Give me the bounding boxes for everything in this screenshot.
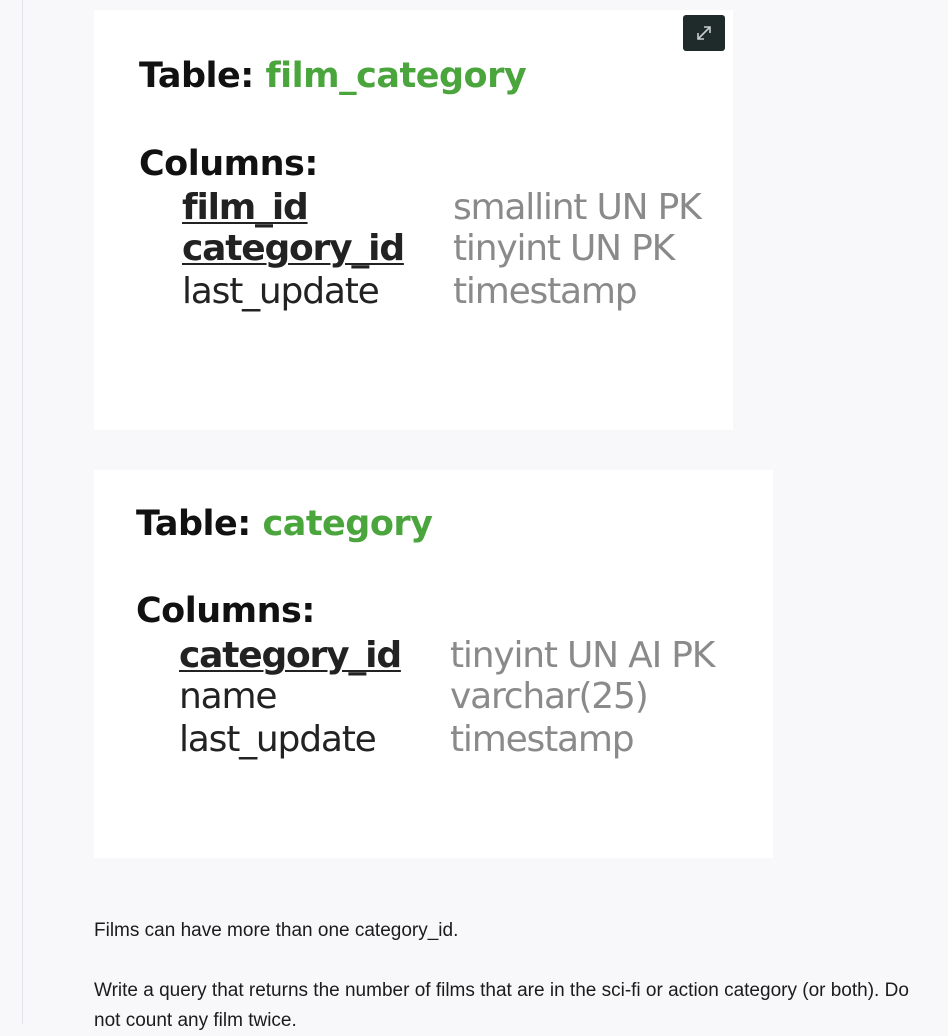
note-paragraph: Films can have more than one category_id…: [94, 920, 459, 941]
column-name: name: [179, 676, 278, 717]
column-type: varchar(25): [450, 676, 649, 717]
task-paragraph: Write a query that returns the number of…: [94, 980, 909, 1031]
table-name: category: [262, 504, 433, 544]
expand-arrows-icon: [697, 26, 711, 40]
column-type: timestamp: [450, 719, 635, 760]
column-name: category_id: [179, 635, 402, 676]
content-left-border: [22, 0, 23, 1024]
column-type: timestamp: [453, 271, 638, 312]
column-type: tinyint UN PK: [453, 228, 675, 269]
expand-image-button[interactable]: [683, 15, 725, 51]
table-title: Table: film_category: [139, 56, 527, 96]
table-name: film_category: [265, 56, 527, 96]
column-name: last_update: [182, 271, 380, 312]
table-title-prefix: Table:: [136, 504, 263, 544]
column-name: last_update: [179, 719, 377, 760]
film-category-schema-image: Table: film_category Columns: film_id sm…: [94, 10, 733, 430]
table-title: Table: category: [136, 504, 433, 544]
column-name: film_id: [182, 187, 309, 228]
columns-label: Columns:: [139, 144, 318, 184]
column-name: category_id: [182, 228, 405, 269]
column-type: tinyint UN AI PK: [450, 635, 715, 676]
table-title-prefix: Table:: [139, 56, 266, 96]
category-schema-image: Table: category Columns: category_id tin…: [94, 470, 773, 858]
column-type: smallint UN PK: [453, 187, 702, 228]
columns-label: Columns:: [136, 591, 315, 631]
